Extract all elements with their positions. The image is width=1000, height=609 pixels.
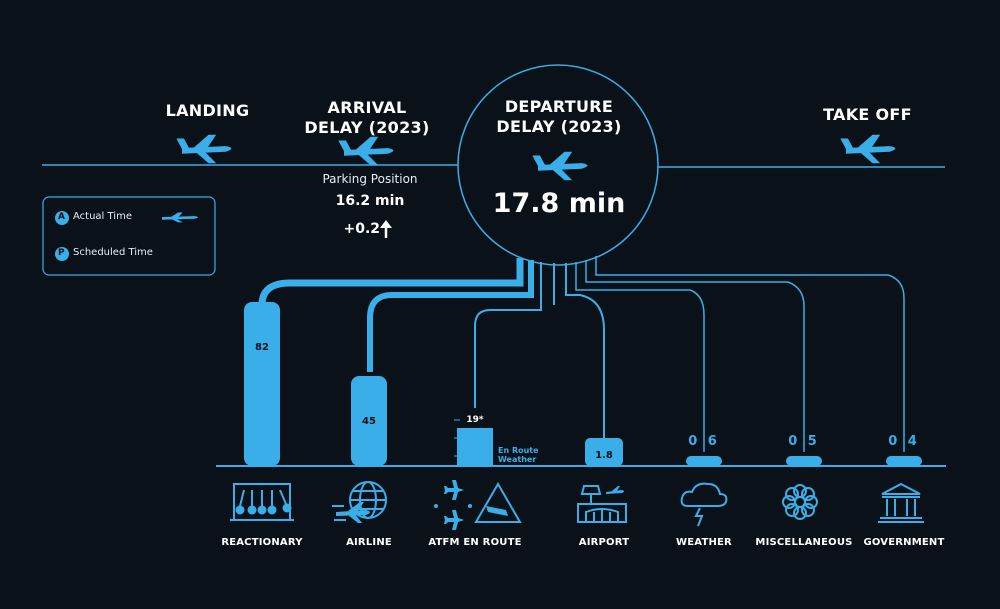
bar-atfm-en-route [457,428,493,466]
connector-weather [575,262,705,452]
bar-value-government: 0 4 [888,434,920,449]
airport-tower-icon [577,485,627,523]
bar-reactionary [244,302,280,466]
connector-atfm [474,262,542,408]
takeoff-plane-icon [840,134,896,164]
legend-plane-icon [162,212,198,223]
category-label-airline: AIRLINE [346,537,392,548]
category-label-government: GOVERNMENT [863,537,945,548]
legend-box [42,196,216,276]
atfm-planes-icon [434,480,522,530]
departure-title: DEPARTURE DELAY (2023) [496,97,622,136]
atfm-tick-marks [454,419,460,457]
legend-scheduled-label: Scheduled Time [73,247,153,258]
departure-delay-value: 17.8 min [492,188,626,219]
connector-reactionary [258,258,524,306]
bar-value-miscellaneous: 0 5 [788,434,820,449]
bar-airport [585,438,623,466]
newtons-cradle-icon [230,483,294,521]
arrival-delay-value: 16.2 min [335,193,405,209]
bar-airline [351,376,387,466]
landing-plane-icon [176,134,232,164]
connector-airport [565,263,605,438]
bar-value-weather: 0 6 [688,434,720,449]
parking-position-label: Parking Position [322,172,418,186]
connector-miscellaneous [585,260,805,452]
arrival-title: ARRIVAL DELAY (2023) [304,98,430,137]
connector-government [595,256,905,452]
airline-globe-icon [332,481,387,523]
up-arrow-icon [380,220,392,238]
bar-value-airport: 1.8 [595,450,613,461]
legend-scheduled-letter: P [58,248,65,258]
legend-actual-badge [55,211,69,225]
bar-weather [686,456,722,466]
category-label-weather: WEATHER [676,537,732,548]
arrival-plane-icon [338,136,394,166]
takeoff-title: TAKE OFF [823,105,912,124]
bar-value-airline: 45 [362,416,376,427]
storm-cloud-icon [680,482,728,527]
category-label-airport: AIRPORT [578,537,630,548]
legend-actual-letter: A [58,212,65,222]
connector-airline [367,260,534,372]
en-route-weather-note: En Route Weather [498,446,539,464]
government-building-icon [878,482,924,523]
category-label-reactionary: REACTIONARY [221,537,303,548]
arrival-delay-change: +0.2 [343,221,380,237]
legend-scheduled-badge [55,247,69,261]
category-label-atfm-en-route: ATFM EN ROUTE [428,537,522,548]
landing-title: LANDING [165,101,250,120]
flower-icon [782,484,818,520]
legend-actual-label: Actual Time [73,211,132,222]
bar-government [886,456,922,466]
bar-miscellaneous [786,456,822,466]
bar-value-atfm-en-route: 19* [466,415,484,425]
category-label-miscellaneous: MISCELLANEOUS [755,537,853,548]
bar-value-reactionary: 82 [255,342,269,353]
